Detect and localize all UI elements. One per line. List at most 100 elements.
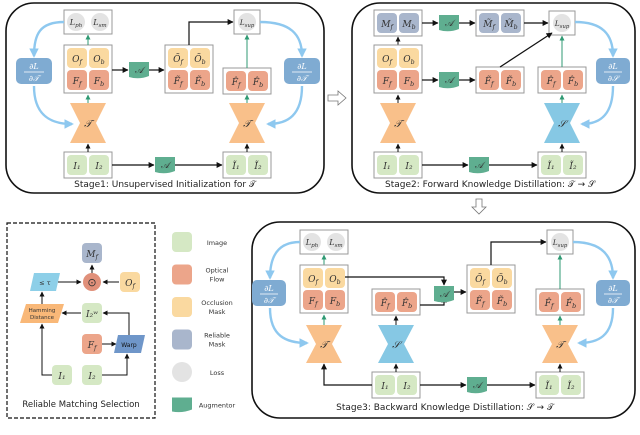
legend-item-image: Image	[172, 232, 227, 252]
loss-sup-label: Lsup	[239, 18, 255, 29]
image-1: I₁	[382, 162, 390, 172]
loss-ph-label: Lph	[305, 238, 319, 249]
rms-image-2	[82, 365, 102, 385]
student-label: 𝒮	[558, 119, 569, 130]
hamming-distance-node	[20, 304, 64, 323]
image-2: I₂	[404, 162, 413, 172]
stage2-aug-mask: M̃f M̃b	[475, 9, 525, 37]
legend-label: Reliable	[204, 332, 230, 340]
student-flow-forward: F̂f	[380, 297, 391, 310]
augmentor-icon	[439, 15, 459, 32]
teacher-label: 𝒯	[556, 340, 567, 351]
threshold-label: ≤ τ	[39, 279, 51, 287]
legend-label: Mask	[209, 341, 226, 349]
stage3-grad-left: ∂L ∂𝒯	[252, 280, 286, 306]
flow-forward: Ff	[308, 297, 319, 308]
flow-backward: Fb	[329, 297, 340, 308]
pred-flow-backward: F̂b	[565, 297, 576, 310]
augmentor-icon	[129, 62, 149, 79]
grad-numerator: ∂L	[297, 62, 306, 71]
aug-image-2: Ĩ₂	[566, 380, 575, 392]
stage1-aug-image: Ĩ₁ Ĩ₂	[222, 151, 272, 179]
augmentor-icon	[434, 286, 454, 303]
stage2-caption: Stage2: Forward Knowledge Distillation: …	[385, 180, 596, 190]
rms-image-1-label: I₁	[57, 372, 65, 382]
occlusion-forward: Of	[72, 55, 83, 66]
legend-swatch-augmentor	[172, 397, 192, 413]
teacher-network	[542, 325, 578, 363]
stage3-panel: Lph Lsm Of Ob Ff Fb ∂L ∂𝒯 𝒯	[251, 221, 636, 419]
loss-ph-label: Lph	[69, 18, 83, 29]
stage1-panel: Lph Lsm Of Ob Ff Fb ∂L ∂𝒯 𝒯	[5, 2, 325, 194]
occlusion-backward: Ob	[329, 275, 340, 286]
teacher-label: 𝒯	[84, 119, 95, 130]
warp-node	[114, 335, 145, 353]
pred-flow-backward: F̂b	[567, 75, 578, 88]
legend-label: Mask	[209, 308, 226, 316]
aug-image-2: Ĩ₂	[253, 160, 262, 172]
aug-occlusion-backward: Õb	[194, 53, 205, 66]
stage2-student-output: F̂f F̂b	[537, 66, 587, 94]
student-network	[378, 325, 414, 363]
aug-flow-forward: F̃f	[475, 295, 486, 308]
image-1: I₁	[72, 162, 80, 172]
rms-warped-image	[82, 303, 102, 323]
stage1-border	[5, 2, 325, 194]
stage2-teacher-output: Of Ob Ff Fb	[373, 44, 423, 94]
image-2: I₂	[94, 162, 103, 172]
flow-forward: Ff	[382, 77, 393, 88]
occlusion-backward: Ob	[93, 55, 104, 66]
legend-swatch-reliable	[172, 329, 192, 350]
occlusion-backward: Ob	[403, 55, 414, 66]
augmentor-label: 𝒜	[445, 76, 456, 86]
pred-flow-forward: F̂f	[544, 297, 555, 310]
teacher-label: 𝒯	[243, 119, 254, 130]
loss-sm-label: Lsm	[328, 238, 343, 249]
flow-backward: Fb	[403, 77, 414, 88]
student-flow-backward: F̂b	[401, 297, 412, 310]
aug-flow-forward: F̃f	[173, 75, 184, 88]
rms-image-1	[52, 365, 72, 385]
stage2-aug-image: Ĩ₁ Ĩ₂	[537, 151, 587, 179]
legend-label: Image	[207, 239, 227, 247]
stage1-grad-left: ∂L ∂𝒯	[16, 58, 52, 84]
legend-label: Augmentor	[199, 402, 236, 410]
stage2-loss-sup: Lsup	[548, 10, 576, 36]
rms-warped-image-label: I₂ʷ	[85, 310, 98, 320]
stage3-augmented-output: Õf Õb F̃f F̃b	[466, 264, 516, 314]
legend-label: Flow	[210, 276, 226, 284]
loss-sup-label: Lsup	[554, 19, 570, 30]
teacher-network	[229, 103, 265, 143]
augmentor-label: 𝒜	[475, 161, 486, 171]
aug-flow-backward: F̃b	[194, 75, 205, 88]
stage1-caption: Stage1: Unsupervised Initialization for …	[74, 180, 257, 190]
stage1-image-input: I₁ I₂	[63, 151, 113, 179]
stage3-student-output: F̂f F̂b	[371, 288, 421, 316]
grad-numerator: ∂L	[264, 284, 273, 293]
image-1: I₁	[380, 382, 388, 392]
stage2-panel: Mf Mb 𝒜 M̃f M̃b Lsup Of Ob	[351, 2, 636, 194]
aug-image-1: Ĩ₁	[546, 160, 554, 172]
stage1-augmented-output: Õf Õb F̃f F̃b	[164, 44, 214, 94]
aug-occlusion-forward: Õf	[173, 53, 184, 66]
stage3-image-input: I₁ I₂	[371, 371, 421, 399]
stage1-teacher-aug-output: F̂f F̂b	[222, 67, 272, 95]
aug-mask-forward: M̃f	[482, 18, 496, 31]
stage3-caption: Stage3: Backward Knowledge Distillation:…	[336, 403, 555, 413]
student-label: 𝒮	[392, 340, 403, 351]
reliable-matching-panel: Mf ⊙ ≤ τ Of Hamming Distance I₂ʷ Ff Warp…	[6, 222, 156, 419]
rms-mask-label: Mf	[85, 250, 99, 261]
mask-forward: Mf	[380, 20, 394, 31]
stage3-loss-sup: Lsup	[546, 229, 574, 255]
pred-flow-forward: F̂f	[231, 76, 242, 89]
legend: ImageOpticalFlowOcclusionMaskReliableMas…	[172, 232, 236, 413]
stage2-grad: ∂L ∂𝒮	[596, 58, 630, 84]
aug-image-1: Ĩ₁	[544, 380, 552, 392]
aug-mask-backward: M̃b	[503, 18, 517, 31]
flow-forward: Ff	[72, 77, 83, 88]
rms-occlusion-label: Of	[125, 279, 136, 290]
grad-denominator: ∂𝒯	[297, 74, 310, 83]
